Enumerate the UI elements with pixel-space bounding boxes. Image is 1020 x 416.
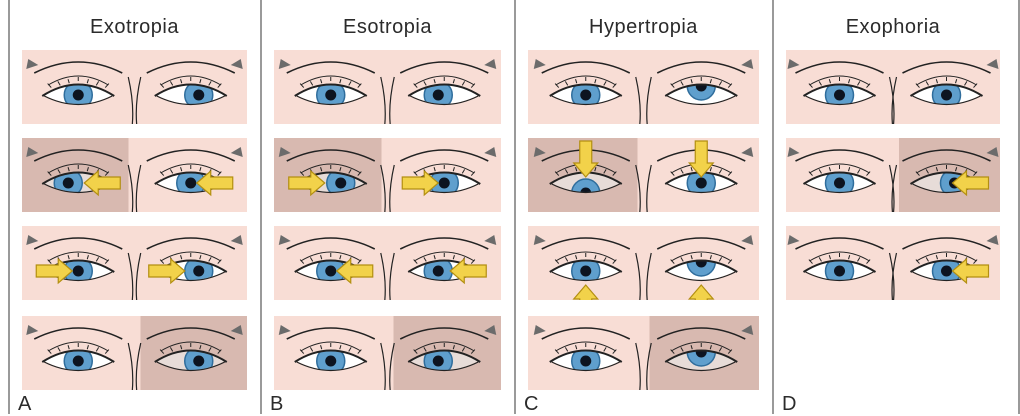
pupil-icon: [185, 178, 196, 189]
pupil-icon: [696, 178, 707, 189]
row-background: [786, 226, 1000, 300]
panel-title: Hypertropia: [516, 16, 771, 39]
row-background: [274, 50, 501, 124]
eye-row: [274, 316, 501, 390]
eye-row: [528, 316, 759, 390]
panel-title: Esotropia: [262, 16, 513, 39]
eye-row: [274, 138, 501, 212]
row-background: [528, 50, 759, 124]
eye-row: [22, 50, 247, 124]
pupil-icon: [834, 178, 845, 189]
pupil-icon: [433, 356, 444, 367]
pupil-icon: [193, 266, 204, 277]
eye-row: [528, 226, 759, 300]
eye-row: [528, 138, 759, 212]
eye-row: [786, 226, 1000, 300]
row-background: [786, 50, 1000, 124]
eye-row: [786, 138, 1000, 212]
pupil-icon: [325, 266, 336, 277]
pupil-icon: [580, 90, 591, 101]
eye-row: [786, 50, 1000, 124]
row-background: [22, 226, 247, 300]
pupil-icon: [834, 266, 845, 277]
pupil-icon: [335, 178, 346, 189]
pupil-icon: [941, 266, 952, 277]
pupil-icon: [325, 90, 336, 101]
pupil-icon: [325, 356, 336, 367]
eye-row: [274, 50, 501, 124]
eye-row: [22, 138, 247, 212]
pupil-icon: [193, 356, 204, 367]
panel-letter: D: [782, 393, 796, 416]
pupil-icon: [941, 90, 952, 101]
pupil-icon: [433, 266, 444, 277]
pupil-icon: [433, 90, 444, 101]
panel-letter: B: [270, 393, 283, 416]
panel-title: Exotropia: [10, 16, 259, 39]
pupil-icon: [193, 90, 204, 101]
row-background: [22, 50, 247, 124]
row-background: [528, 226, 759, 300]
panel-letter: A: [18, 393, 31, 416]
pupil-icon: [73, 356, 84, 367]
pupil-icon: [439, 178, 450, 189]
panel-a: ExotropiaA: [8, 0, 259, 414]
eye-row: [22, 316, 247, 390]
pupil-icon: [73, 266, 84, 277]
panel-title: Exophoria: [774, 16, 1012, 39]
pupil-icon: [834, 90, 845, 101]
eye-row: [274, 226, 501, 300]
eye-row: [528, 50, 759, 124]
eye-row: [22, 226, 247, 300]
pupil-icon: [63, 178, 74, 189]
pupil-icon: [73, 90, 84, 101]
pupil-icon: [580, 356, 591, 367]
row-background: [274, 226, 501, 300]
pupil-icon: [580, 266, 591, 277]
panel-letter: C: [524, 393, 538, 416]
